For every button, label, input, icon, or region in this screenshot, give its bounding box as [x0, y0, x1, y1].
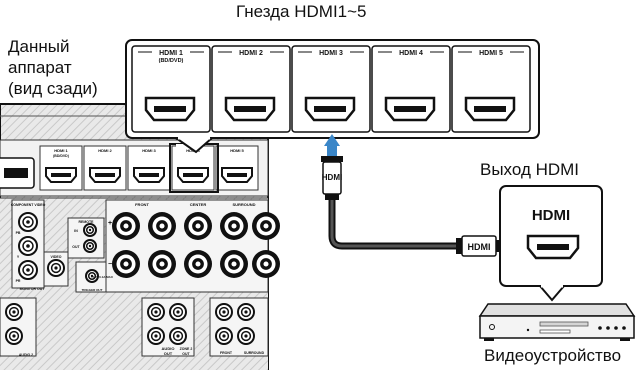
plug-label-horizontal: HDMI: [468, 242, 491, 252]
hdmi-jack-1: HDMI 1(BD/DVD): [131, 45, 211, 133]
minus-sign: −: [108, 261, 112, 268]
rca-jack: [169, 327, 187, 345]
hdmi-jack-5: HDMI 5: [451, 45, 531, 133]
rca-jack: [18, 260, 38, 280]
panel-hdmi-jack-4: HDMI 4: [171, 145, 215, 191]
hdmi-jack-sublabel: (BD/DVD): [159, 58, 184, 64]
audio-out-label-line2: OUT: [164, 351, 173, 356]
hdmi-jack-callout: HDMI 1(BD/DVD) HDMI 2 HDMI 3 HDMI 4 HDMI 5: [125, 39, 540, 154]
component-video-label: COMPONENT VIDEO: [11, 203, 46, 207]
plus-sign: +: [108, 220, 112, 227]
panel-connectors: [5, 212, 280, 345]
rca-jack: [147, 327, 165, 345]
rca-jack: [169, 303, 187, 321]
panel-hdmi-strip: [0, 157, 35, 189]
audio2-label: AUDIO 2: [19, 353, 33, 357]
speaker-terminal: [252, 250, 280, 278]
front-bottom-label: FRONT: [220, 351, 233, 355]
panel-hdmi-label: HDMI 3: [142, 148, 156, 153]
rca-jack: [5, 327, 23, 345]
this-unit-line1: Данный: [8, 37, 70, 56]
rca-jack: [5, 303, 23, 321]
rca-jack: [47, 259, 65, 277]
rca-jack: [215, 327, 233, 345]
monitor-out-label: MONITOR OUT: [20, 287, 46, 291]
hdmi-jack-2: HDMI 2: [211, 45, 291, 133]
player-hdmi-output-callout: [499, 185, 603, 302]
hdmi-jack-4: HDMI 4: [371, 45, 451, 133]
this-unit-line2: аппарат: [8, 58, 72, 77]
rca-jack: [237, 327, 255, 345]
video-device-label: Видеоустройство: [484, 346, 622, 365]
video-player: [478, 303, 636, 341]
hdmi-jack-3: HDMI 3: [291, 45, 371, 133]
center-label: CENTER: [190, 202, 207, 207]
zone-out-label-line1: ZONE 2: [180, 347, 193, 351]
rca-jack: [147, 303, 165, 321]
speaker-terminal: [112, 250, 140, 278]
surround-bottom-label: SURROUND: [244, 351, 265, 355]
surround-label: SURROUND: [232, 202, 255, 207]
front-label: FRONT: [135, 202, 149, 207]
vertical-hdmi-connection: [321, 134, 343, 200]
panel-hdmi-label: HDMI 2: [98, 148, 112, 153]
rca-jack: [237, 303, 255, 321]
panel-hdmi-jack-2: HDMI 2: [83, 145, 127, 191]
rca-jack: [18, 212, 38, 232]
hdmi-jack-label: HDMI 5: [479, 50, 503, 57]
plug-label-vertical: HDMI: [322, 173, 342, 182]
this-unit-label: Данный аппарат (вид сзади): [8, 36, 128, 99]
hdmi-jack-label: HDMI 1: [159, 50, 183, 57]
panel-labels: COMPONENT VIDEO REMOTE IN OUT VIDEO MONITOR O…: [11, 202, 265, 357]
receiver-rear-panel: HDMI 1(BD/DVD) HDMI 2 HDMI 3 HDMI 4 HDMI 5: [0, 103, 280, 370]
rca-jack: [215, 303, 233, 321]
speaker-terminal: [252, 212, 280, 240]
speaker-terminal: [148, 212, 176, 240]
hdmi-jack-label: HDMI 3: [319, 50, 343, 57]
hdmi-jack-row: HDMI 1(BD/DVD) HDMI 2 HDMI 3 HDMI 4 HDMI 5: [131, 45, 531, 133]
panel-hdmi-label: HDMI 1: [54, 148, 68, 153]
zone-out-label-line2: OUT: [182, 352, 190, 356]
rca-jack: [85, 269, 99, 283]
hdmi-jack-label: HDMI 4: [399, 50, 423, 57]
y-label: Y: [17, 255, 20, 259]
panel-hdmi-jack-3: HDMI 3: [127, 145, 171, 191]
speaker-terminal: [112, 212, 140, 240]
speaker-terminal: [184, 250, 212, 278]
remote-in-label: IN: [74, 229, 78, 233]
panel-hdmi-label: HDMI 5: [230, 148, 244, 153]
remote-label: REMOTE: [79, 220, 95, 224]
speaker-terminal: [220, 212, 248, 240]
speaker-terminal: [220, 250, 248, 278]
audio-out-label-line1: AUDIO: [162, 346, 175, 351]
trigger-spec-label: +12V 0.1A MAX: [91, 275, 113, 279]
panel-hdmi-jacks: HDMI 1(BD/DVD) HDMI 2 HDMI 3 HDMI 4 HDMI 5: [39, 143, 259, 193]
rca-jack: [83, 239, 97, 253]
hdmi-jacks-title: Гнезда HDMI1~5: [236, 2, 367, 21]
hdmi-cable: [328, 200, 460, 250]
rca-jack: [18, 236, 38, 256]
panel-hdmi-jack-5: HDMI 5: [215, 145, 259, 191]
hdmi-output-label: Выход HDMI: [480, 160, 580, 179]
video-label: VIDEO: [51, 255, 62, 259]
rca-jack: [83, 223, 97, 237]
trigger-out-label: TRIGGER OUT: [82, 288, 103, 292]
player-hdmi-label: HDMI: [532, 207, 570, 224]
panel-hdmi-sublabel: (BD/DVD): [53, 154, 69, 158]
speaker-terminal: [184, 212, 212, 240]
this-unit-line3: (вид сзади): [8, 79, 98, 98]
speaker-terminal: [148, 250, 176, 278]
pr-label: PR: [16, 279, 21, 283]
hdmi-jack-label: HDMI 2: [239, 50, 263, 57]
panel-hdmi-jack-1: HDMI 1(BD/DVD): [39, 145, 83, 191]
remote-out-label: OUT: [72, 245, 80, 249]
pb-label: PB: [16, 231, 21, 235]
